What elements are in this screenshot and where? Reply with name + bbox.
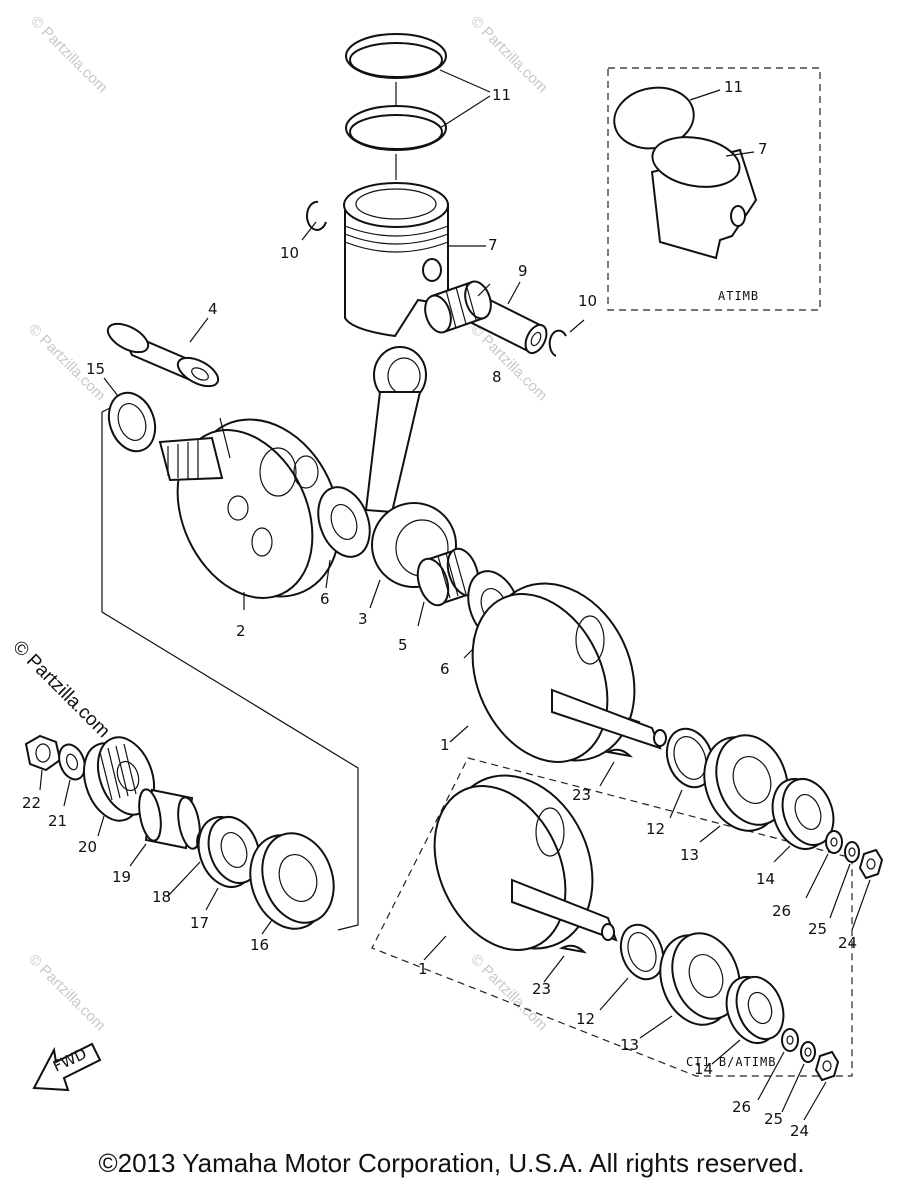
shim-lower bbox=[599, 923, 665, 1011]
callout-23-upper: 23 bbox=[572, 786, 591, 804]
inset-piston bbox=[650, 136, 758, 260]
right-crank-wheel bbox=[449, 582, 667, 763]
callout-12-lower: 12 bbox=[576, 1010, 595, 1028]
callout-4: 4 bbox=[208, 300, 218, 318]
inset-box-top: ATIMB bbox=[607, 67, 821, 311]
callout-14-upper: 14 bbox=[756, 870, 775, 888]
piston-rings bbox=[345, 33, 491, 180]
watermark: © Partzilla.com bbox=[25, 951, 108, 1034]
copyright-footer: ©2013 Yamaha Motor Corporation, U.S.A. A… bbox=[98, 1148, 805, 1178]
callout-16: 16 bbox=[250, 936, 269, 954]
callout-26-lower: 26 bbox=[732, 1098, 751, 1116]
callout-5: 5 bbox=[398, 636, 408, 654]
callout-25-upper: 25 bbox=[808, 920, 827, 938]
callout-24-upper: 24 bbox=[838, 934, 857, 952]
callout-19: 19 bbox=[112, 868, 131, 886]
left-crank-wheel bbox=[158, 417, 341, 610]
circlips bbox=[301, 200, 585, 357]
callout-7-inset: 7 bbox=[758, 140, 768, 158]
inset-top-label: ATIMB bbox=[718, 289, 759, 303]
shim bbox=[103, 377, 157, 453]
callout-15: 15 bbox=[86, 360, 105, 378]
callout-17: 17 bbox=[190, 914, 209, 932]
callout-18: 18 bbox=[152, 888, 171, 906]
callout-8: 8 bbox=[492, 368, 502, 386]
callout-22: 22 bbox=[22, 794, 41, 812]
callouts: 11 11 7 7 10 10 9 4 8 15 2 6 3 5 6 1 23 … bbox=[22, 78, 857, 1140]
oil-seal-upper bbox=[771, 778, 835, 863]
inset-bottom-label: CT1 B/ATIMB bbox=[686, 1055, 776, 1069]
woodruff-key-alt bbox=[543, 944, 587, 983]
fwd-arrow-icon: FWD bbox=[32, 1042, 102, 1092]
washers-nut-lower bbox=[757, 1028, 840, 1121]
lock-washer bbox=[58, 743, 86, 807]
oil-seal-lower bbox=[711, 976, 785, 1065]
watermark: © Partzilla.com bbox=[467, 13, 550, 96]
bearing-lower bbox=[639, 932, 741, 1039]
callout-2: 2 bbox=[236, 622, 246, 640]
callout-6-left: 6 bbox=[320, 590, 330, 608]
small-end-bearing bbox=[424, 280, 492, 334]
callout-26-upper: 26 bbox=[772, 902, 791, 920]
callout-23-lower: 23 bbox=[532, 980, 551, 998]
callout-1-lower: 1 bbox=[418, 960, 428, 978]
callout-24-lower: 24 bbox=[790, 1122, 809, 1140]
callout-7: 7 bbox=[488, 236, 498, 254]
spacer bbox=[129, 788, 201, 867]
callout-1-upper: 1 bbox=[440, 736, 450, 754]
watermark-side: © Partzilla.com bbox=[8, 637, 113, 742]
connecting-rod bbox=[364, 346, 457, 609]
thrust-washer bbox=[317, 486, 371, 589]
oil-seal-left bbox=[197, 816, 261, 911]
watermark: © Partzilla.com bbox=[27, 13, 110, 96]
primary-drive-nut bbox=[24, 734, 62, 791]
crank-pin bbox=[106, 317, 220, 388]
right-crank-wheel-alt bbox=[423, 774, 618, 961]
callout-13-upper: 13 bbox=[680, 846, 699, 864]
callout-10-right: 10 bbox=[578, 292, 597, 310]
callout-9: 9 bbox=[518, 262, 528, 280]
callout-14-lower: 14 bbox=[694, 1060, 713, 1078]
callout-6-right: 6 bbox=[440, 660, 450, 678]
callout-21: 21 bbox=[48, 812, 67, 830]
crankshaft-piston-parts-diagram: © Partzilla.com © Partzilla.com © Partzi… bbox=[8, 13, 884, 1140]
callout-11-inset: 11 bbox=[724, 78, 743, 96]
callout-11: 11 bbox=[492, 86, 511, 104]
bearing-left bbox=[249, 832, 335, 935]
callout-25-lower: 25 bbox=[764, 1110, 783, 1128]
callout-12-upper: 12 bbox=[646, 820, 665, 838]
callout-3: 3 bbox=[358, 610, 368, 628]
callout-10-left: 10 bbox=[280, 244, 299, 262]
callout-13-lower: 13 bbox=[620, 1036, 639, 1054]
washers-nut-upper bbox=[805, 830, 884, 931]
callout-20: 20 bbox=[78, 838, 97, 856]
piston bbox=[343, 182, 486, 338]
assembly-bracket-line bbox=[101, 407, 359, 931]
bearing-upper bbox=[699, 734, 789, 843]
woodruff-key bbox=[599, 748, 633, 787]
